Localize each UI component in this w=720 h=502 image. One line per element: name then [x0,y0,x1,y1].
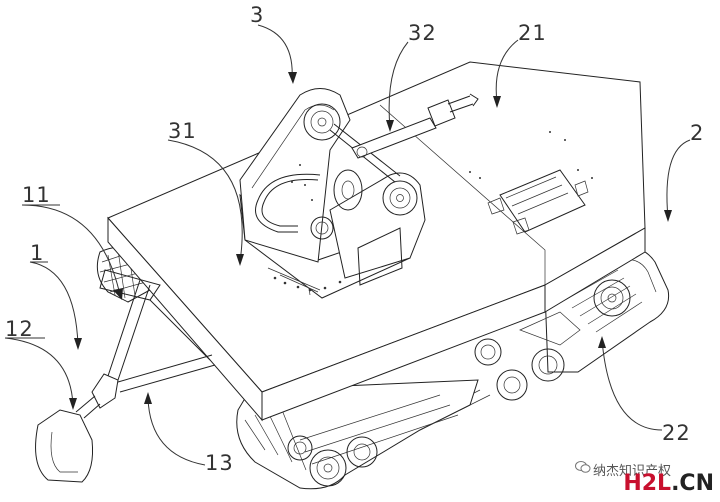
label-2: 2 [690,121,704,145]
turret [239,88,479,299]
label-3: 3 [250,3,264,27]
watermark-brand: H2L.CN [623,471,714,496]
label-31: 31 [168,119,197,143]
label-21: 21 [518,21,547,45]
label-13: 13 [205,451,234,475]
leader-lines [4,24,691,466]
watermark-text: 纳杰知识产权 [593,464,672,479]
left-track [236,379,479,490]
brand-cn: .CN [671,471,714,496]
wechat-icon [575,461,591,473]
label-32: 32 [408,21,437,45]
watermark: 纳杰知识产权 H2L.CN [575,458,720,498]
label-1: 1 [30,241,44,265]
front-arm [35,269,216,483]
label-12: 12 [5,317,34,341]
label-22: 22 [662,421,691,445]
brand-h2l: H2L [623,471,672,496]
label-11: 11 [22,183,51,207]
